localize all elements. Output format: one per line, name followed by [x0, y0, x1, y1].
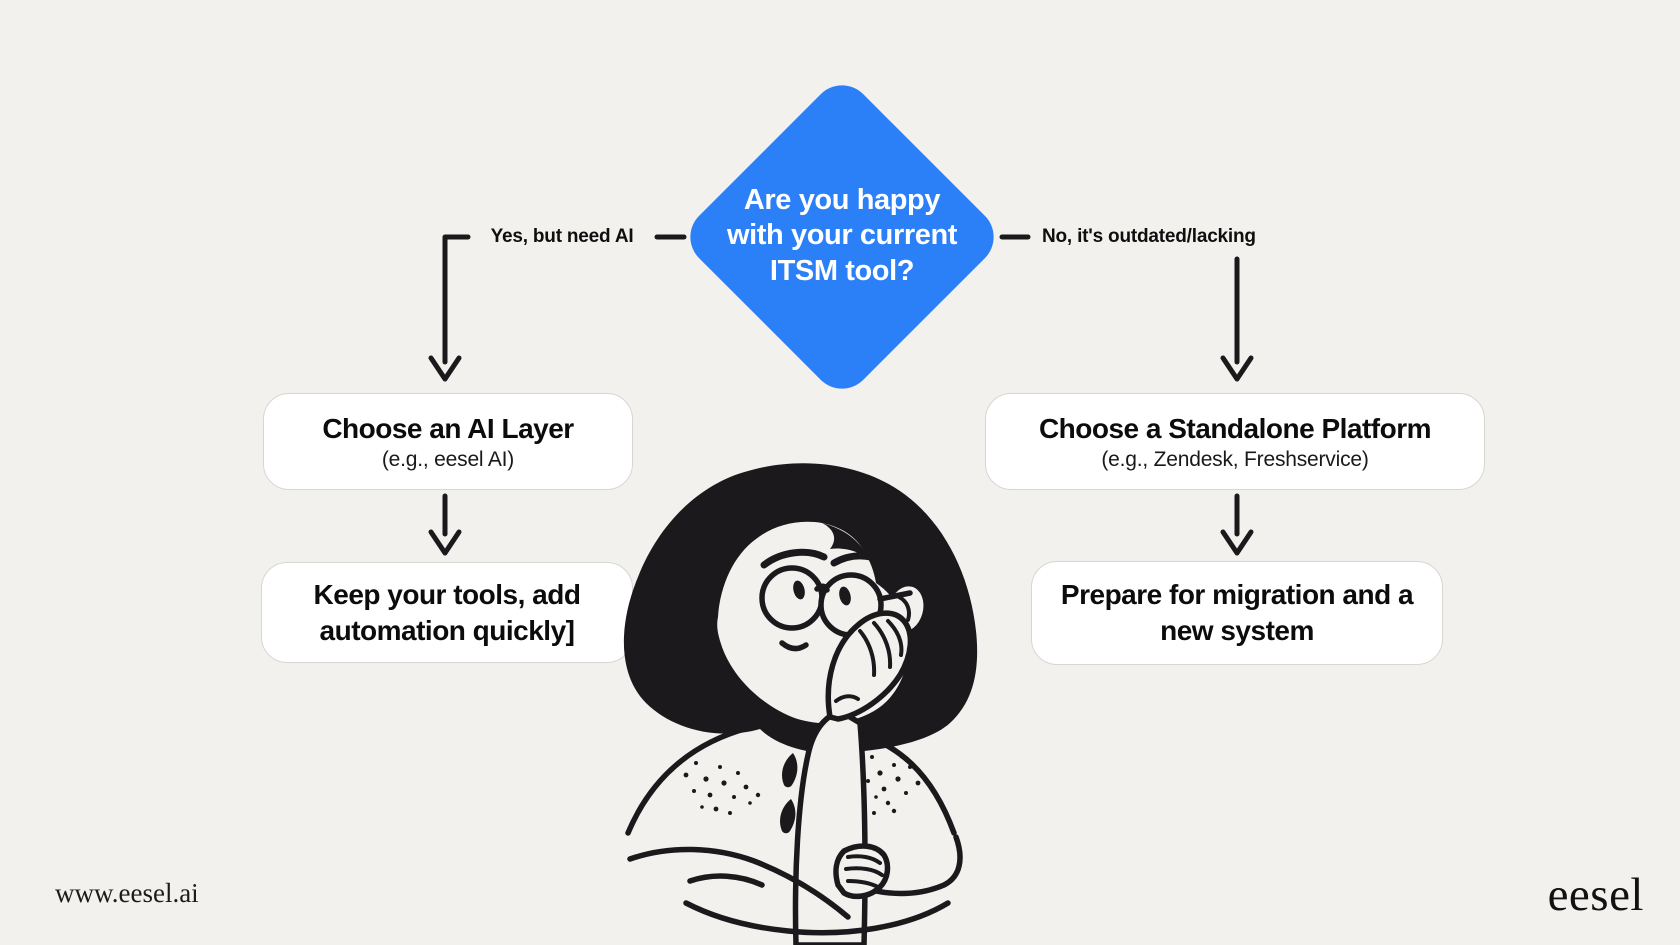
crossed-arm — [627, 834, 963, 936]
node-title: Prepare for migration and a new system — [1060, 579, 1414, 646]
decision-question: Are you happy with your current ITSM too… — [726, 184, 958, 287]
node-prepare-migration: Prepare for migration and a new system — [1031, 561, 1443, 665]
node-subtitle: (e.g., eesel AI) — [381, 448, 515, 472]
node-ai-layer: Choose an AI Layer (e.g., eesel AI) — [263, 393, 633, 490]
left-branch-elbow-arrow — [442, 234, 471, 365]
node-title: Keep your tools, add automation quickly] — [313, 578, 581, 646]
left-branch-arrowhead — [428, 355, 462, 382]
branch-label-no: No, it's outdated/lacking — [1042, 226, 1256, 247]
smile — [779, 640, 809, 652]
thinking-woman-illustration — [623, 463, 978, 945]
shirt-buttons — [780, 753, 798, 834]
branch-label-yes: Yes, but need AI — [490, 226, 634, 247]
eyes — [793, 580, 851, 606]
hand-on-cheek — [825, 610, 914, 722]
website-url: www.eesel.ai — [55, 878, 199, 908]
node-standalone-platform: Choose a Standalone Platform (e.g., Zend… — [985, 393, 1485, 490]
node-subtitle: (e.g., Zendesk, Freshservice) — [1101, 448, 1369, 472]
eyebrows — [760, 548, 908, 581]
right-mid-arrowhead — [1220, 529, 1254, 556]
right-branch-arrowhead — [1220, 355, 1254, 382]
left-mid-arrowhead — [428, 529, 462, 556]
node-title: Choose an AI Layer — [322, 412, 574, 444]
node-keep-tools: Keep your tools, add automation quickly] — [261, 562, 633, 663]
eesel-logo: eesel — [1547, 869, 1644, 921]
node-title: Choose a Standalone Platform — [1038, 412, 1432, 444]
